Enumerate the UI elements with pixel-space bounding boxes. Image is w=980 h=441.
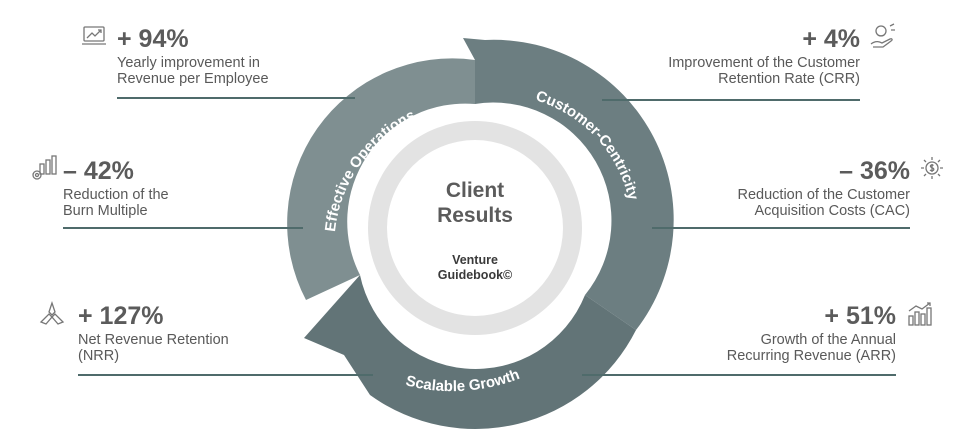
stat-desc-line1: Improvement of the Customer <box>668 55 860 71</box>
stat-value: + 4% <box>802 25 860 53</box>
inner-core <box>387 140 563 316</box>
stat-desc-line1: Net Revenue Retention <box>78 332 229 348</box>
stat-desc-line2: Revenue per Employee <box>117 71 269 87</box>
segment-customer-centricity <box>463 38 674 330</box>
stat-net-revenue-retention: + 127% Net Revenue Retention (NRR) <box>78 302 229 364</box>
stat-annual-recurring-revenue: + 51% Growth of the Annual Recurring Rev… <box>636 302 896 364</box>
stat-description: Growth of the Annual Recurring Revenue (… <box>636 332 896 364</box>
stat-value: – 36% <box>839 157 910 185</box>
stat-description: Reduction of the Burn Multiple <box>63 187 169 219</box>
center-title: Client Results <box>400 178 550 228</box>
stat-divider <box>117 97 355 99</box>
stat-value: + 127% <box>78 302 164 330</box>
brand-line1: Venture <box>452 253 498 267</box>
stat-desc-line2: Burn Multiple <box>63 203 148 219</box>
stat-customer-retention: + 4% Improvement of the Customer Retenti… <box>600 25 860 87</box>
segment-scalable-growth <box>304 275 636 429</box>
stat-desc-line1: Yearly improvement in <box>117 55 260 71</box>
stat-description: Net Revenue Retention (NRR) <box>78 332 229 364</box>
stat-description: Yearly improvement in Revenue per Employ… <box>117 55 269 87</box>
stat-desc-line2: Recurring Revenue (ARR) <box>726 348 896 364</box>
stat-value: – 42% <box>63 157 134 185</box>
chart-gear-icon <box>30 154 58 182</box>
stat-value: + 51% <box>824 302 896 330</box>
stat-burn-multiple: – 42% Reduction of the Burn Multiple <box>63 157 169 219</box>
dollar-gear-icon <box>918 154 946 182</box>
brand-label: Venture Guidebook© <box>400 253 550 283</box>
segment-effective-operations <box>287 58 475 300</box>
stat-desc-line2: Acquisition Costs (CAC) <box>754 203 910 219</box>
stat-customer-acquisition: – 36% Reduction of the Customer Acquisit… <box>650 157 910 219</box>
stat-desc-line2: Retention Rate (CRR) <box>718 71 860 87</box>
stat-divider <box>582 374 896 376</box>
stat-desc-line1: Reduction of the Customer <box>737 187 910 203</box>
stat-desc-line1: Growth of the Annual <box>760 332 896 348</box>
stat-divider <box>63 227 303 229</box>
stat-desc-line2: (NRR) <box>78 348 120 364</box>
teamwork-hands-icon <box>38 300 66 328</box>
stat-desc-line1: Reduction of the <box>63 187 169 203</box>
center-title-line2: Results <box>437 204 513 227</box>
customer-hand-icon <box>868 22 896 50</box>
laptop-growth-icon <box>80 22 108 50</box>
stat-divider <box>78 374 373 376</box>
stat-divider <box>652 227 910 229</box>
stat-revenue-per-employee: + 94% Yearly improvement in Revenue per … <box>117 25 269 87</box>
brand-line2: Guidebook© <box>437 268 513 282</box>
bar-growth-icon <box>906 300 934 328</box>
stat-description: Reduction of the Customer Acquisition Co… <box>650 187 910 219</box>
stat-divider <box>602 99 860 101</box>
stat-description: Improvement of the Customer Retention Ra… <box>600 55 860 87</box>
center-title-line1: Client <box>445 179 505 202</box>
stat-value: + 94% <box>117 25 189 53</box>
